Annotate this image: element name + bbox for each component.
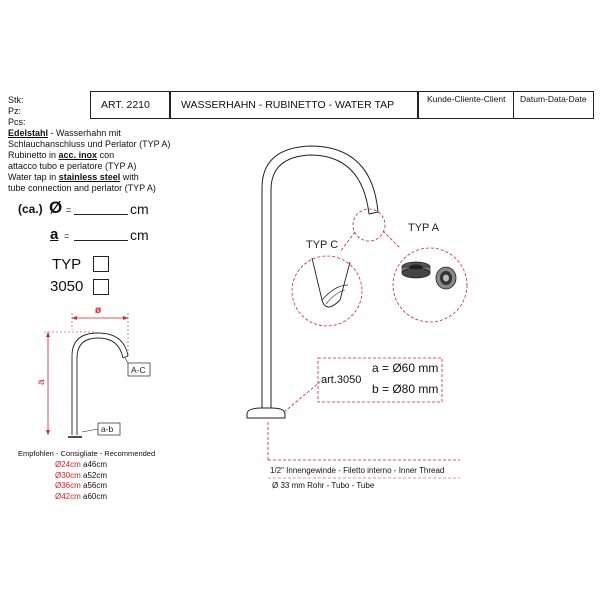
table-row: Ø30cm a52cm [55, 470, 108, 480]
main-faucet-outline [246, 145, 379, 419]
description-en-2: tube connection and perlator (TYP A) [8, 183, 156, 193]
date-cell: Datum-Data-Date [514, 91, 594, 119]
table-row: Ø36cm a56cm [55, 481, 108, 490]
diameter-equals: = [66, 205, 72, 215]
height-unit: cm [130, 227, 149, 243]
ab-callout: a-b [81, 422, 121, 436]
pcs-label: Pcs: [8, 117, 26, 127]
diameter-dim-label: ø [95, 305, 102, 316]
typ-a-detail: TYP A [392, 222, 468, 323]
description-en: Water tap in stainless steel with [8, 172, 139, 182]
recommended-title: Empfohlen - Consigliate - Recommended [18, 449, 156, 458]
thread-spec: 1/2" Innengewinde - Filetto interno - In… [270, 466, 445, 475]
date-label: Datum-Data-Date [520, 94, 587, 104]
diameter-blank[interactable] [74, 214, 128, 215]
height-equals: = [64, 231, 70, 241]
description-it: Rubinetto in acc. inox con [8, 150, 115, 160]
height-field: a = cm [50, 226, 150, 246]
height-dim-label: a [36, 379, 47, 385]
ca-label: (ca.) [18, 202, 43, 216]
typ-c-detail: TYP C [291, 239, 363, 327]
description-de-2: Schlauchanschluss und Perlator (TYP A) [8, 139, 171, 149]
small-faucet-diagram: ø a A-C a-b [36, 305, 151, 438]
typ-c-circle [291, 255, 363, 327]
diameter-dimension: ø [71, 305, 129, 355]
typ-c-label: TYP C [306, 239, 338, 251]
client-cell: Kunde-Cliente-Client [418, 91, 514, 119]
hose-connector-icon [435, 266, 457, 290]
spec-box [317, 357, 443, 403]
spec-art-number: art.3050 [321, 374, 362, 386]
ac-callout: A-C [124, 357, 151, 377]
tube-spec: Ø 33 mm Rohr - Tubo - Tube [272, 481, 375, 490]
ac-label: A-C [131, 365, 146, 375]
product-title: WASSERHAHN - RUBINETTO - WATER TAP [181, 99, 395, 111]
spec-b-value: b = Ø80 mm [372, 382, 439, 396]
table-row: Ø24cm a46cm [55, 460, 108, 469]
typ-a-circle [392, 247, 468, 323]
code-label: 3050 [50, 278, 84, 295]
height-dimension: a [36, 331, 95, 435]
typ-checkbox[interactable] [93, 256, 109, 272]
diameter-symbol: Ø [49, 198, 63, 217]
spec-a-value: a = Ø60 mm [372, 361, 439, 375]
typ-label: TYP [52, 256, 82, 273]
table-row: Ø42cm a60cm [55, 491, 108, 501]
stk-label: Stk: [8, 95, 24, 105]
spec-leaders [267, 381, 460, 461]
description-it-2: attacco tubo e perlatore (TYP A) [8, 161, 137, 171]
a-symbol: a [50, 226, 59, 243]
small-faucet-outline [68, 332, 129, 438]
code-checkbox[interactable] [93, 279, 109, 295]
spout-highlight-circle [352, 208, 386, 242]
ab-label: a-b [101, 424, 114, 434]
article-number: ART. 2210 [101, 99, 150, 111]
pz-label: Pz: [8, 106, 22, 116]
client-label: Kunde-Cliente-Client [427, 94, 506, 104]
typ-a-label: TYP A [408, 222, 440, 234]
article-cell: ART. 2210 [90, 91, 170, 119]
recommended-table: Ø24cm a46cm Ø30cm a52cm Ø36cm a56cm Ø42c… [55, 460, 107, 502]
diameter-unit: cm [130, 201, 149, 217]
header-labels-cell: Stk: Pz: Pcs: [8, 95, 88, 128]
description-block: Edelstahl - Wasserhahn mit Schlauchansch… [8, 128, 178, 194]
diameter-field: (ca.) Ø = cm [18, 198, 149, 220]
detail-leaders [339, 230, 401, 253]
description-de: Edelstahl - Wasserhahn mit [8, 128, 121, 138]
title-cell: WASSERHAHN - RUBINETTO - WATER TAP [170, 91, 418, 119]
perlator-icon [401, 261, 431, 279]
height-blank[interactable] [74, 240, 128, 241]
